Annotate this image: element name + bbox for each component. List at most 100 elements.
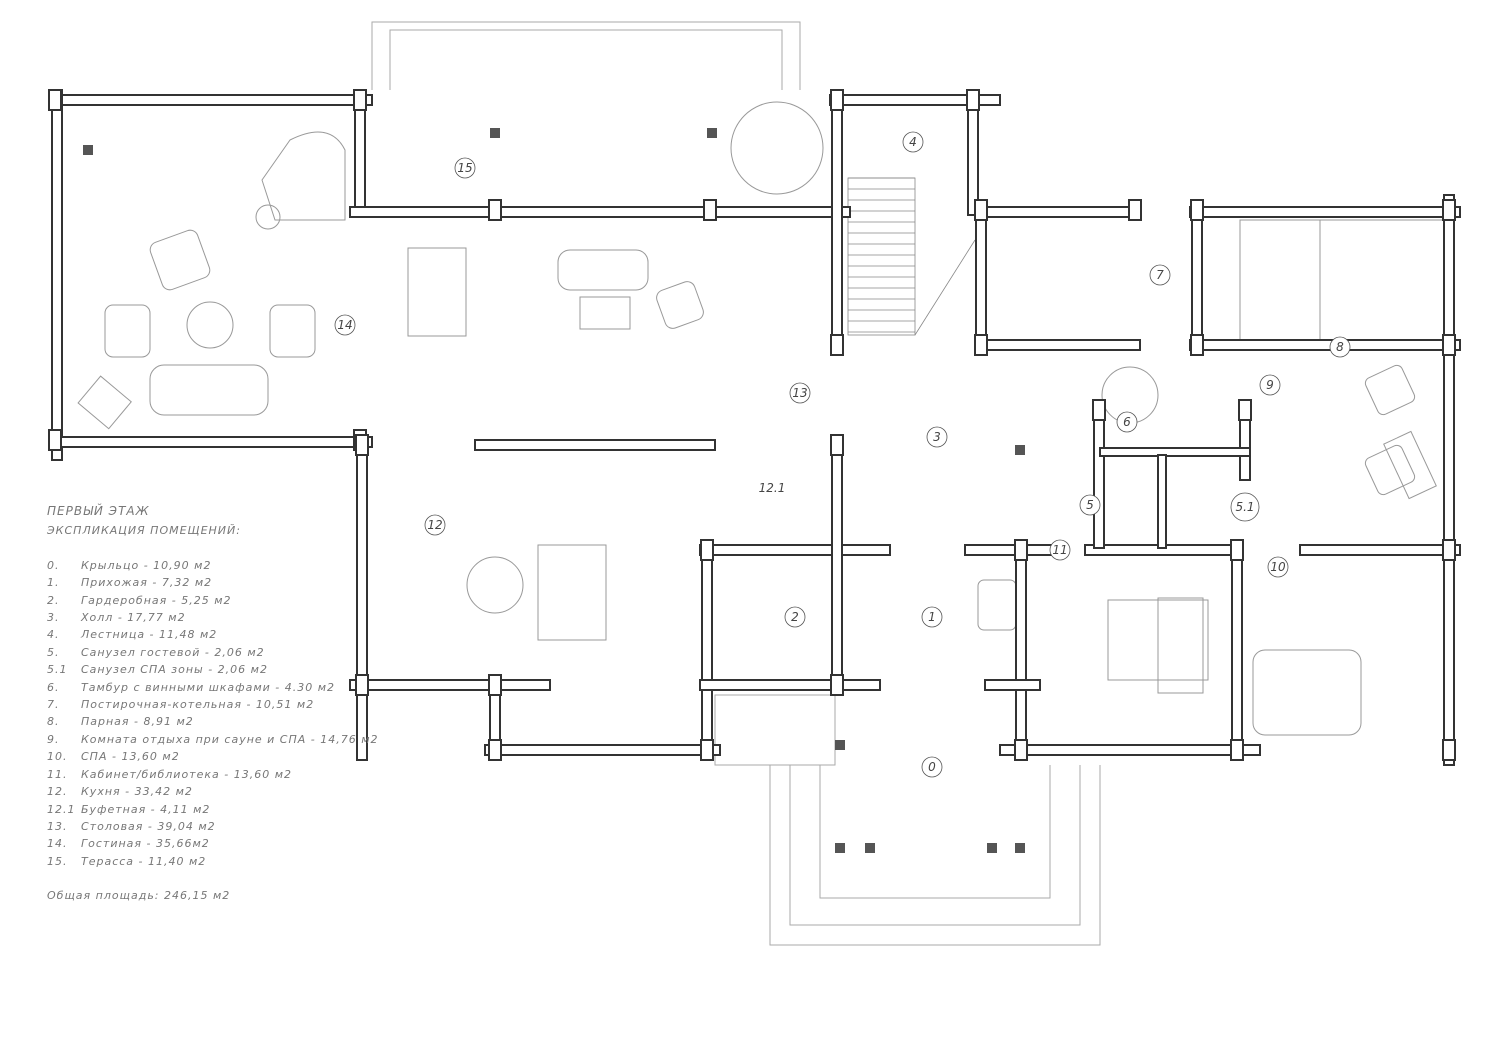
log-post xyxy=(1442,199,1456,221)
room-label-circle xyxy=(1329,336,1351,358)
room-label-circle xyxy=(1116,411,1138,433)
room-label-circle xyxy=(921,756,943,778)
wall xyxy=(1099,447,1251,457)
wall xyxy=(1015,544,1027,761)
room-description: Кабинет/библиотека - 13,60 м2 xyxy=(81,767,292,781)
kitchen-sofa xyxy=(537,544,607,641)
room-number: 8. xyxy=(47,715,60,729)
column xyxy=(707,128,717,138)
legend-row: 8. Парная - 8,91 м2 xyxy=(47,713,379,730)
room-description: Терасса - 11,40 м2 xyxy=(81,854,207,868)
wall xyxy=(1191,206,1203,353)
room-number: 9. xyxy=(47,732,60,746)
columns xyxy=(83,128,1025,853)
porch-step xyxy=(714,694,836,766)
bench xyxy=(977,579,1017,631)
room-label-15: 15 xyxy=(457,161,472,175)
room-label-circle xyxy=(921,606,943,628)
room-label-5: 5 xyxy=(1086,498,1094,512)
legend-row: 2.Гардеробная - 5,25 м2 xyxy=(47,592,379,609)
room-number: 1. xyxy=(47,576,60,590)
room-label-circle xyxy=(1259,374,1281,396)
column xyxy=(987,843,997,853)
legend-row: 11. Кабинет/библиотека - 13,60 м2 xyxy=(47,766,379,783)
room-label-13: 13 xyxy=(792,386,807,400)
room-label-circle xyxy=(789,382,811,404)
armchair xyxy=(269,304,316,358)
furniture xyxy=(77,101,1446,736)
study-sofa xyxy=(1157,597,1204,694)
log-post xyxy=(700,539,714,561)
wall xyxy=(484,744,721,756)
sofa xyxy=(557,249,649,291)
terrace-outlines xyxy=(371,21,1101,946)
wall xyxy=(699,544,891,556)
room-label-10: 10 xyxy=(1270,560,1286,574)
stair-flight xyxy=(847,177,916,336)
piano-stool xyxy=(255,204,281,230)
room-description: Лестница - 11,48 м2 xyxy=(81,628,218,642)
log-post xyxy=(1230,539,1244,561)
sofa xyxy=(149,364,269,416)
log-post xyxy=(830,674,844,696)
legend-row: 3.Холл - 17,77 м2 xyxy=(47,609,379,626)
room-label-12: 12 xyxy=(427,518,442,532)
room-label-circle xyxy=(1079,494,1101,516)
porch-outline-outer xyxy=(769,765,1101,946)
log-post xyxy=(700,739,714,761)
room-description: Парная - 8,91 м2 xyxy=(81,715,194,729)
room-description: СПА - 13,60 м2 xyxy=(81,750,180,764)
legend-row: 10. СПА - 13,60 м2 xyxy=(47,748,379,765)
room-description: Буфетная - 4,11 м2 xyxy=(81,802,211,816)
legend-row: 0.Крыльцо - 10,90 м2 xyxy=(47,557,379,574)
log-post xyxy=(1014,539,1028,561)
column xyxy=(490,128,500,138)
lounge-chair xyxy=(1364,444,1416,496)
walls xyxy=(48,89,1461,766)
room-number: 0. xyxy=(47,558,60,572)
log-post xyxy=(1442,739,1456,761)
room-label-6: 6 xyxy=(1123,415,1131,429)
room-label-circle xyxy=(424,514,446,536)
room-label-3: 3 xyxy=(933,430,941,444)
legend-row: 14.Гостиная - 35,66м2 xyxy=(47,835,379,852)
wall xyxy=(49,94,373,106)
room-number: 10. xyxy=(47,750,68,764)
room-description: Санузел гостевой - 2,06 м2 xyxy=(81,645,265,659)
coffee-table xyxy=(579,296,631,330)
legend-row: 12.Кухня - 33,42 м2 xyxy=(47,783,379,800)
room-label-circle xyxy=(784,606,806,628)
armchair xyxy=(149,229,211,291)
room-number: 5. xyxy=(47,645,60,659)
room-description: Прихожая - 7,32 м2 xyxy=(81,576,213,590)
column xyxy=(1015,843,1025,853)
round-table xyxy=(730,101,824,195)
room-number: 4. xyxy=(47,628,60,642)
porch-outline-mid xyxy=(789,765,1081,926)
room-label-7: 7 xyxy=(1156,268,1164,282)
wall xyxy=(1157,454,1167,549)
room-description: Холл - 17,77 м2 xyxy=(81,611,186,625)
log-post xyxy=(974,334,988,356)
room-description: Гардеробная - 5,25 м2 xyxy=(81,593,232,607)
wall xyxy=(701,544,713,761)
wall xyxy=(975,209,987,353)
wall xyxy=(349,206,851,218)
wall xyxy=(349,679,551,691)
porch-outline-inner xyxy=(819,765,1051,899)
room-description: Столовая - 39,04 м2 xyxy=(81,819,216,833)
grand-piano xyxy=(261,131,346,221)
wall xyxy=(984,679,1041,691)
room-description: Кухня - 33,42 м2 xyxy=(81,785,193,799)
room-number: 11. xyxy=(47,767,68,781)
log-post xyxy=(974,199,988,221)
total-area: Общая площадь: 246,15 м2 xyxy=(47,889,231,903)
column xyxy=(83,145,93,155)
stair-edge xyxy=(914,239,976,336)
wall xyxy=(831,439,843,696)
room-label-circle xyxy=(902,131,924,153)
log-post xyxy=(1442,539,1456,561)
